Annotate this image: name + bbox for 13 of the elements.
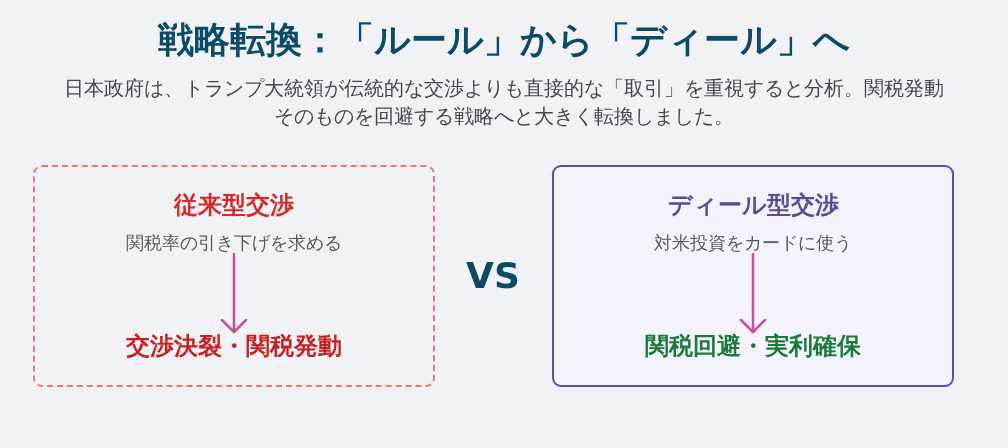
comparison-panel [552,165,954,387]
description-text: 関税率の引き下げを求める [126,232,342,254]
description-text: 対米投資をカードに使う [654,232,852,254]
panel-heading: ディール型交渉 [667,191,839,220]
page-title: 戦略転換：「ルール」から「ディール」へ [158,18,850,61]
outcome-text: 関税回避・実利確保 [645,332,861,361]
arrow [220,252,248,334]
panel-heading: 従来型交渉 [174,191,294,220]
arrow [739,252,767,334]
comparison-panel [33,165,435,387]
outcome-text: 交渉決裂・関税発動 [126,332,342,361]
summary-text: 日本政府は、トランプ大統領が伝統的な交渉よりも直接的な「取引」を重視すると分析。関税発動そのものを回避する戦略へと大きく転換しました。 [63,75,945,130]
versus-label: VS [466,254,520,297]
